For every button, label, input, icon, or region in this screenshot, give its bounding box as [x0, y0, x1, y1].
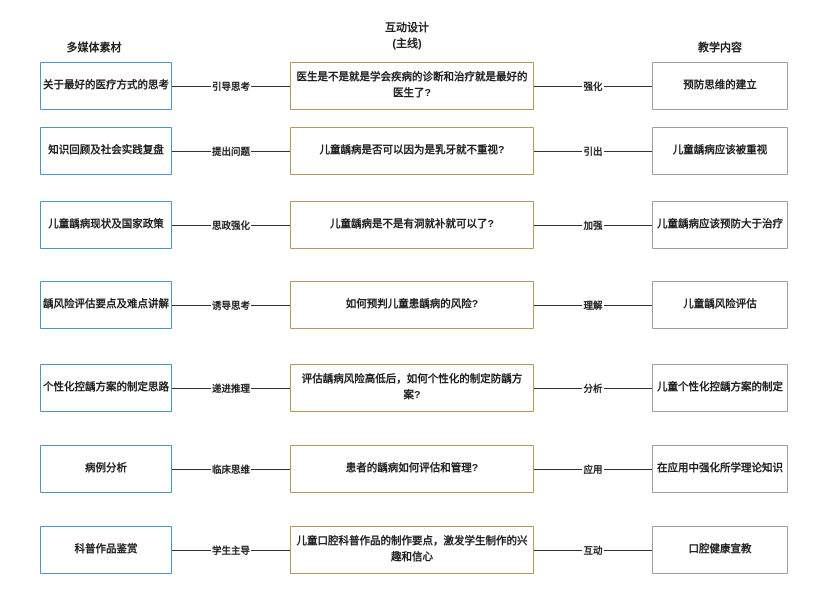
column-header-multimedia: 多媒体素材: [66, 42, 122, 54]
teaching-node: 预防思维的建立: [652, 62, 788, 110]
connector-right: 分析: [534, 364, 652, 412]
diagram-row-5: 个性化控龋方案的制定思路 递进推理 评估龋病风险高低后，如何个性化的制定防龋方案…: [40, 364, 788, 412]
multimedia-node: 龋风险评估要点及难点讲解: [40, 281, 172, 329]
connector-left: 学生主导: [172, 526, 290, 574]
diagram-row-1: 关于最好的医疗方式的思考 引导思考 医生是不是就是学会疾病的诊断和治疗就是最好的…: [40, 62, 788, 110]
connector-left: 诱导思考: [172, 281, 290, 329]
multimedia-node: 病例分析: [40, 445, 172, 493]
connector-label: 递进推理: [210, 381, 251, 395]
connector-label: 加强: [582, 218, 604, 232]
connector-label: 临床思维: [210, 462, 251, 476]
connector-label: 应用: [582, 462, 604, 476]
connector-label: 互动: [582, 543, 604, 557]
connector-left: 提出问题: [172, 127, 290, 175]
connector-label: 引导思考: [210, 79, 251, 93]
interaction-node: 医生是不是就是学会疾病的诊断和治疗就是最好的医生了?: [290, 62, 534, 110]
connector-left: 递进推理: [172, 364, 290, 412]
diagram-row-2: 知识回顾及社会实践复盘 提出问题 儿童龋病是否可以因为是乳牙就不重视? 引出 儿…: [40, 127, 788, 175]
teaching-node: 儿童龋病应该预防大于治疗: [652, 201, 788, 249]
connector-label: 分析: [582, 381, 604, 395]
interaction-node: 儿童龋病是不是有洞就补就可以了?: [290, 201, 534, 249]
connector-left: 临床思维: [172, 445, 290, 493]
connector-right: 互动: [534, 526, 652, 574]
diagram-row-6: 病例分析 临床思维 患者的龋病如何评估和管理? 应用 在应用中强化所学理论知识: [40, 445, 788, 493]
connector-label: 引出: [582, 144, 604, 158]
interaction-node: 儿童口腔科普作品的制作要点，激发学生制作的兴趣和信心: [290, 526, 534, 574]
interaction-node: 儿童龋病是否可以因为是乳牙就不重视?: [290, 127, 534, 175]
diagram-row-3: 儿童龋病现状及国家政策 思政强化 儿童龋病是不是有洞就补就可以了? 加强 儿童龋…: [40, 201, 788, 249]
diagram-row-7: 科普作品鉴赏 学生主导 儿童口腔科普作品的制作要点，激发学生制作的兴趣和信心 互…: [40, 526, 788, 574]
multimedia-node: 知识回顾及社会实践复盘: [40, 127, 172, 175]
connector-label: 思政强化: [210, 218, 251, 232]
diagram-row-4: 龋风险评估要点及难点讲解 诱导思考 如何预判儿童患龋病的风险? 理解 儿童龋风险…: [40, 281, 788, 329]
connector-label: 理解: [582, 298, 604, 312]
connector-label: 诱导思考: [210, 298, 251, 312]
connector-right: 引出: [534, 127, 652, 175]
column-header-interaction-design: 互动设计 (主线): [285, 21, 529, 53]
interaction-node: 评估龋病风险高低后，如何个性化的制定防龋方案?: [290, 364, 534, 412]
teaching-node: 儿童个性化控龋方案的制定: [652, 364, 788, 412]
column-header-teaching-content: 教学内容: [698, 42, 742, 54]
connector-right: 强化: [534, 62, 652, 110]
teaching-node: 儿童龋病应该被重视: [652, 127, 788, 175]
connector-right: 加强: [534, 201, 652, 249]
teaching-node: 儿童龋风险评估: [652, 281, 788, 329]
interaction-node: 患者的龋病如何评估和管理?: [290, 445, 534, 493]
multimedia-node: 关于最好的医疗方式的思考: [40, 62, 172, 110]
interaction-node: 如何预判儿童患龋病的风险?: [290, 281, 534, 329]
connector-left: 引导思考: [172, 62, 290, 110]
connector-right: 应用: [534, 445, 652, 493]
multimedia-node: 科普作品鉴赏: [40, 526, 172, 574]
connector-label: 提出问题: [210, 144, 251, 158]
teaching-node: 在应用中强化所学理论知识: [652, 445, 788, 493]
connector-label: 强化: [582, 79, 604, 93]
teaching-node: 口腔健康宣教: [652, 526, 788, 574]
connector-left: 思政强化: [172, 201, 290, 249]
column-header-interaction-line1: 互动设计: [385, 22, 429, 34]
multimedia-node: 个性化控龋方案的制定思路: [40, 364, 172, 412]
connector-label: 学生主导: [210, 543, 251, 557]
connector-right: 理解: [534, 281, 652, 329]
column-header-interaction-line2: (主线): [392, 37, 422, 50]
multimedia-node: 儿童龋病现状及国家政策: [40, 201, 172, 249]
